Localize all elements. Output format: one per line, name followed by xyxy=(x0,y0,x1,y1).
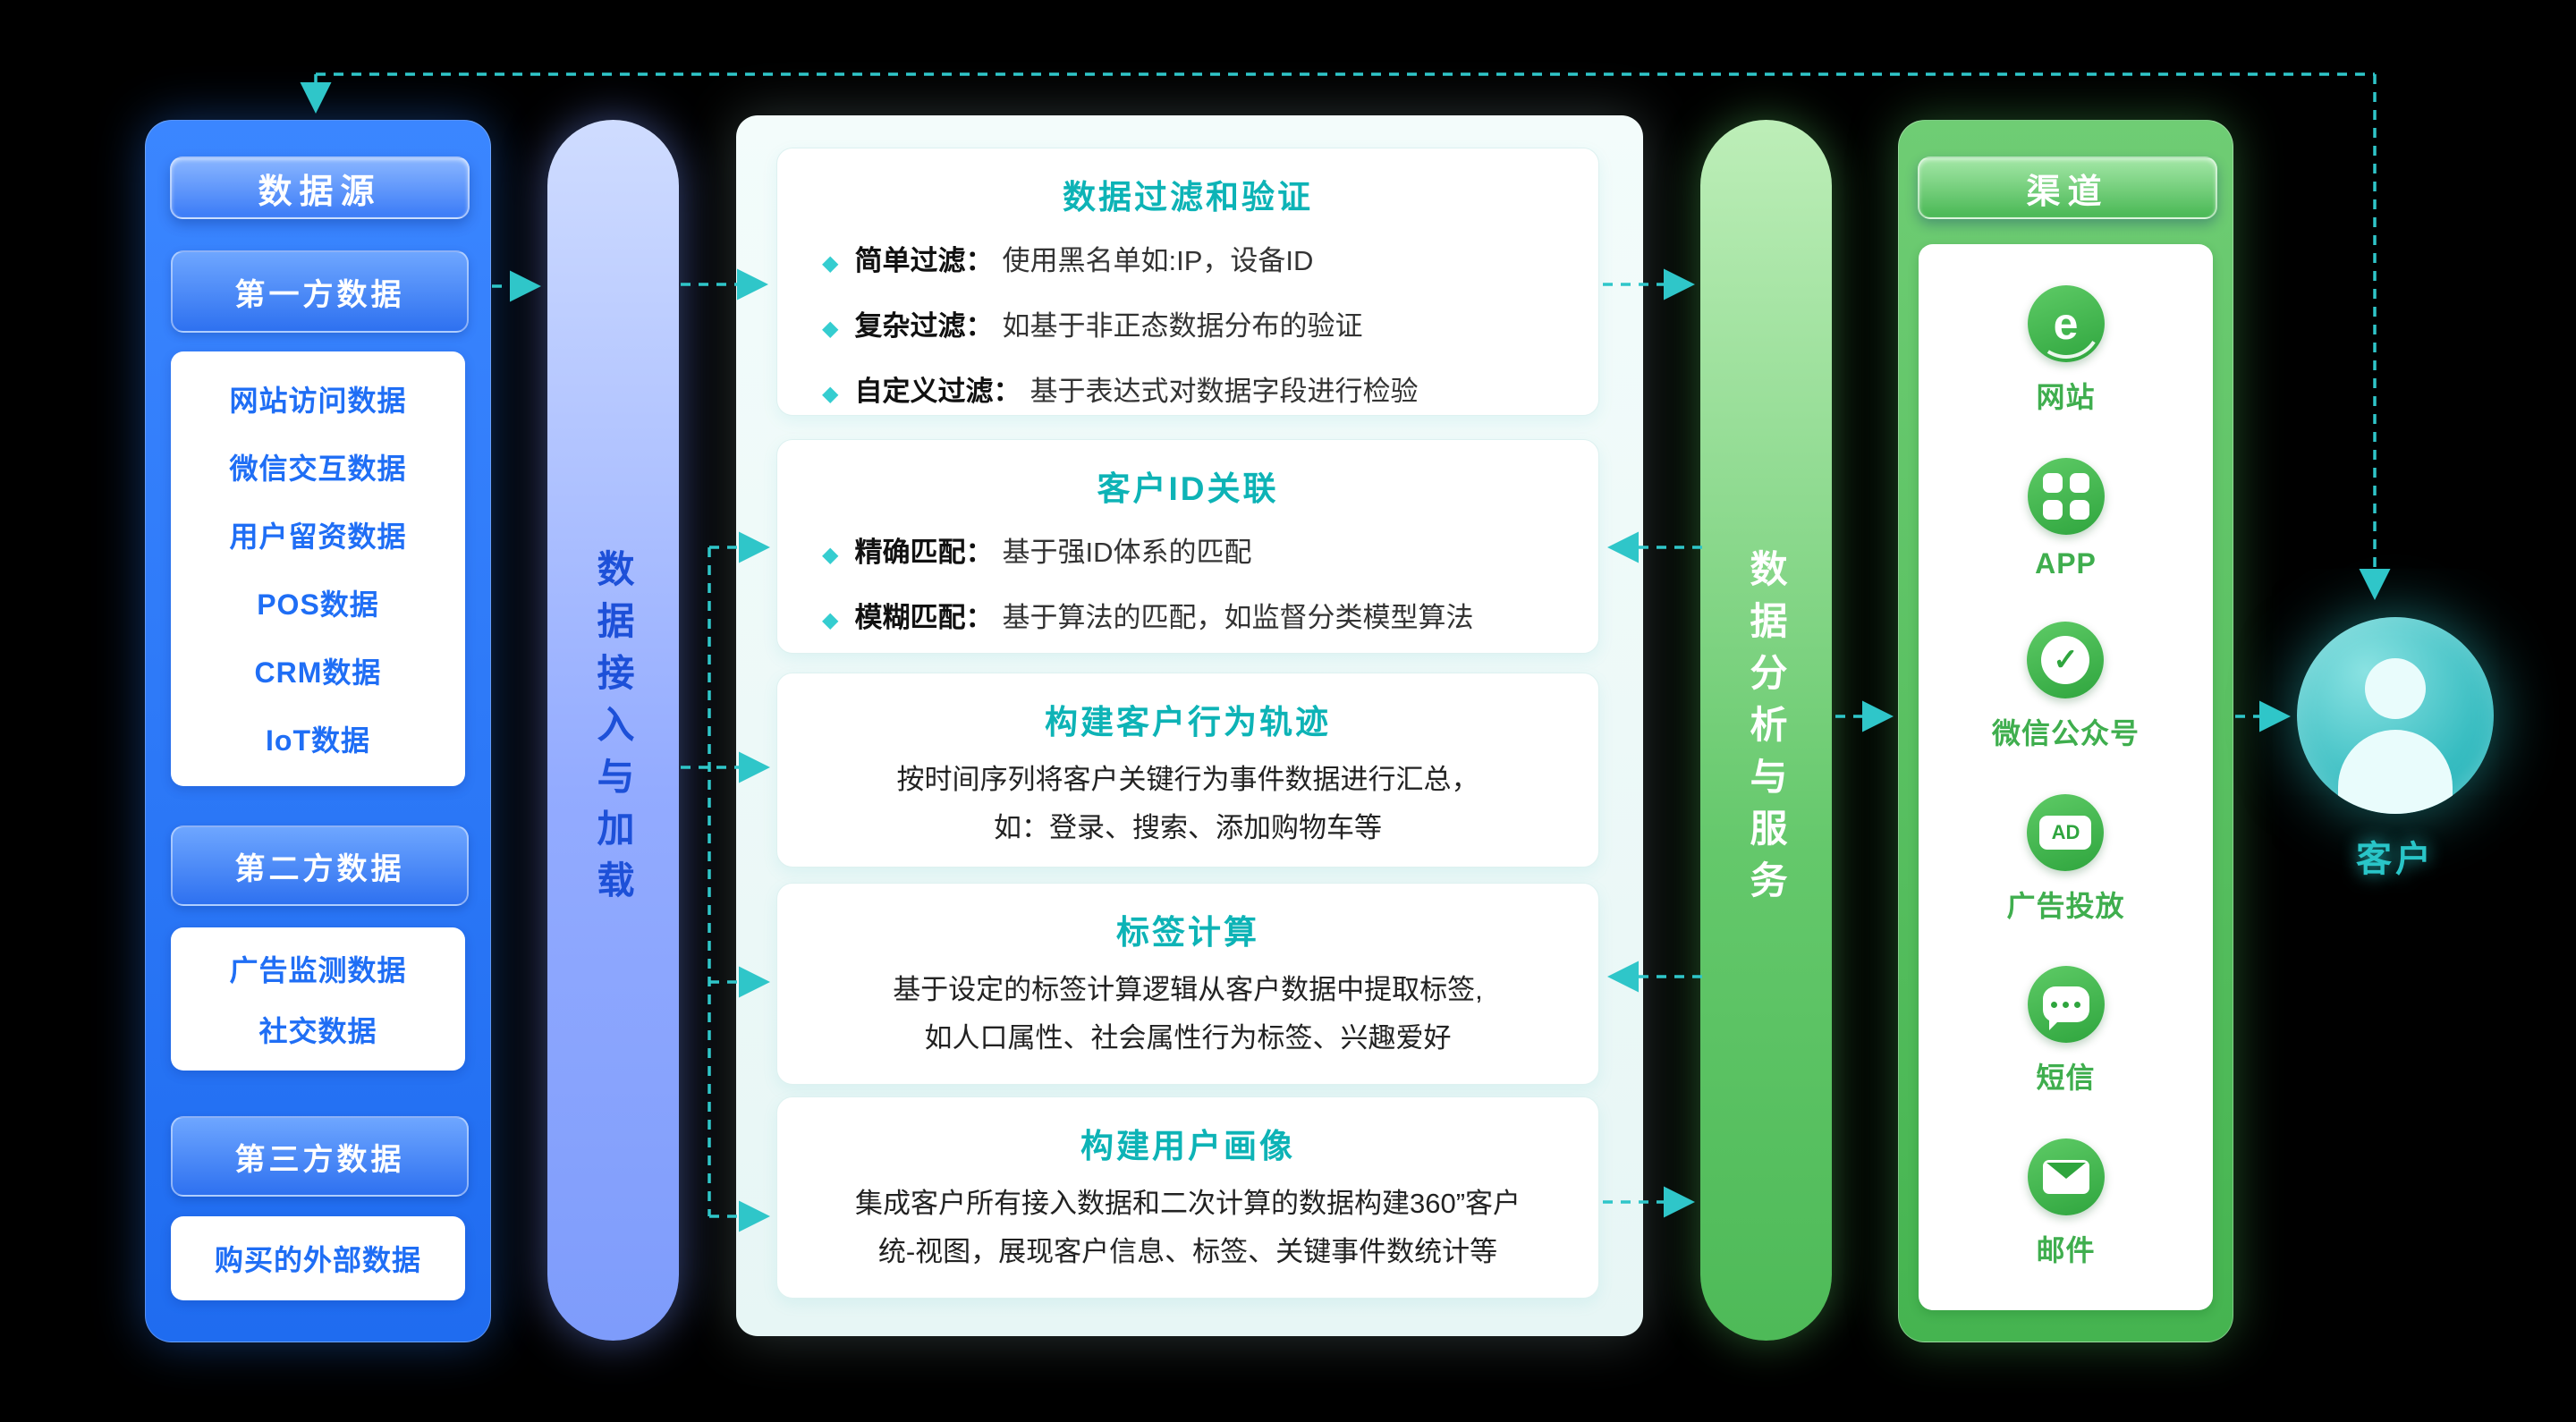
channel-item-ads: AD 广告投放 xyxy=(2006,793,2125,925)
list-item: CRM数据 xyxy=(254,656,382,689)
customer-label: 客户 xyxy=(2356,840,2435,879)
channel-label: 短信 xyxy=(2036,1062,2096,1095)
process-box-title: 数据过滤和验证 xyxy=(1063,179,1313,216)
third-party-list: 购买的外部数据 xyxy=(171,1216,465,1300)
diamond-bullet-icon: ◆ xyxy=(822,543,839,567)
channels-list: e 网站 APP ✓ 微信公众号 AD 广告投放 短信 xyxy=(1919,244,2213,1310)
bullet-row: ◆ 简单过滤： 使用黑名单如:IP，设备ID xyxy=(822,245,1314,276)
list-item: 用户留资数据 xyxy=(229,521,407,553)
person-icon xyxy=(2365,658,2426,719)
diamond-bullet-icon: ◆ xyxy=(822,382,839,406)
channel-label: 广告投放 xyxy=(2006,889,2125,922)
diamond-bullet-icon: ◆ xyxy=(822,317,839,341)
process-box-tag-compute: 标签计算 基于设定的标签计算逻辑从客户数据中提取标签, 如人口属性、社会属性行为… xyxy=(776,883,1599,1085)
channel-item-app: APP xyxy=(2027,457,2105,580)
process-box-body: 集成客户所有接入数据和二次计算的数据构建360”客户 统-视图，展现客户信息、标… xyxy=(854,1188,1521,1267)
diamond-bullet-icon: ◆ xyxy=(822,608,839,632)
second-party-list: 广告监测数据 社交数据 xyxy=(171,927,465,1071)
list-item: IoT数据 xyxy=(266,724,370,757)
ad-icon: AD xyxy=(2027,793,2105,871)
list-item: POS数据 xyxy=(257,588,379,621)
group-second-party-label: 第二方数据 xyxy=(171,825,469,906)
data-sources-header: 数据源 xyxy=(170,157,470,219)
diamond-bullet-icon: ◆ xyxy=(822,251,839,275)
process-box-body: 按时间序列将客户关键行为事件数据进行汇总， 如：登录、搜索、添加购物车等 xyxy=(896,764,1479,843)
app-grid-icon xyxy=(2027,457,2105,535)
process-box-behavior-track: 构建客户行为轨迹 按时间序列将客户关键行为事件数据进行汇总， 如：登录、搜索、添… xyxy=(776,673,1599,868)
process-box-title: 构建客户行为轨迹 xyxy=(1045,704,1331,741)
list-item: 广告监测数据 xyxy=(229,953,407,986)
channels-header: 渠道 xyxy=(1918,157,2217,219)
channel-item-sms: 短信 xyxy=(2027,966,2105,1096)
process-box-body: 基于设定的标签计算逻辑从客户数据中提取标签, 如人口属性、社会属性行为标签、兴趣… xyxy=(893,974,1483,1054)
list-item: 微信交互数据 xyxy=(229,453,407,485)
channel-item-website: e 网站 xyxy=(2024,283,2107,416)
channel-label: 微信公众号 xyxy=(1991,717,2140,750)
process-box-filter: 数据过滤和验证 ◆ 简单过滤： 使用黑名单如:IP，设备ID ◆ 复杂过滤： 如… xyxy=(776,148,1599,416)
customer-avatar xyxy=(2297,617,2494,814)
process-box-id-mapping: 客户ID关联 ◆ 精确匹配： 基于强ID体系的匹配 ◆ 模糊匹配： 基于算法的匹… xyxy=(776,439,1599,654)
group-third-party-label: 第三方数据 xyxy=(171,1116,469,1197)
analysis-bar: 数据分析与服务 xyxy=(1700,120,1832,1341)
list-item: 社交数据 xyxy=(258,1015,377,1048)
process-box-title: 客户ID关联 xyxy=(1097,470,1279,507)
list-item: 购买的外部数据 xyxy=(214,1244,421,1276)
analysis-bar-label: 数据分析与服务 xyxy=(1745,548,1787,912)
list-item: 网站访问数据 xyxy=(229,385,407,417)
bullet-row: ◆ 模糊匹配： 基于算法的匹配，如监督分类模型算法 xyxy=(822,602,1474,633)
channel-item-wechat-official: ✓ 微信公众号 xyxy=(1992,622,2140,752)
channel-label: APP xyxy=(2035,546,2097,580)
channel-label: 网站 xyxy=(2036,381,2096,414)
bullet-row: ◆ 精确匹配： 基于强ID体系的匹配 xyxy=(822,537,1252,568)
process-box-title: 标签计算 xyxy=(1116,914,1259,951)
channels-panel: 渠道 e 网站 APP ✓ 微信公众号 AD 广告投放 xyxy=(1898,120,2233,1342)
ingest-bar-label: 数据接入与加载 xyxy=(592,548,634,912)
data-sources-panel: 数据源 第一方数据 网站访问数据 微信交互数据 用户留资数据 POS数据 CRM… xyxy=(145,120,491,1342)
ingest-bar: 数据接入与加载 xyxy=(547,120,679,1341)
channel-label: 邮件 xyxy=(2036,1233,2096,1266)
browser-icon: e xyxy=(2024,283,2107,366)
channel-item-email: 邮件 xyxy=(2027,1138,2105,1269)
process-panel: 数据过滤和验证 ◆ 简单过滤： 使用黑名单如:IP，设备ID ◆ 复杂过滤： 如… xyxy=(736,115,1643,1336)
sms-icon xyxy=(2027,966,2105,1044)
mail-icon xyxy=(2027,1138,2105,1215)
wechat-official-icon: ✓ xyxy=(2027,622,2105,699)
first-party-list: 网站访问数据 微信交互数据 用户留资数据 POS数据 CRM数据 IoT数据 xyxy=(171,351,465,786)
group-first-party-label: 第一方数据 xyxy=(171,250,469,333)
bullet-row: ◆ 复杂过滤： 如基于非正态数据分布的验证 xyxy=(822,310,1363,342)
bullet-row: ◆ 自定义过滤： 基于表达式对数据字段进行检验 xyxy=(822,376,1419,407)
process-box-user-profile: 构建用户画像 集成客户所有接入数据和二次计算的数据构建360”客户 统-视图，展… xyxy=(776,1096,1599,1299)
process-box-title: 构建用户画像 xyxy=(1080,1128,1295,1164)
